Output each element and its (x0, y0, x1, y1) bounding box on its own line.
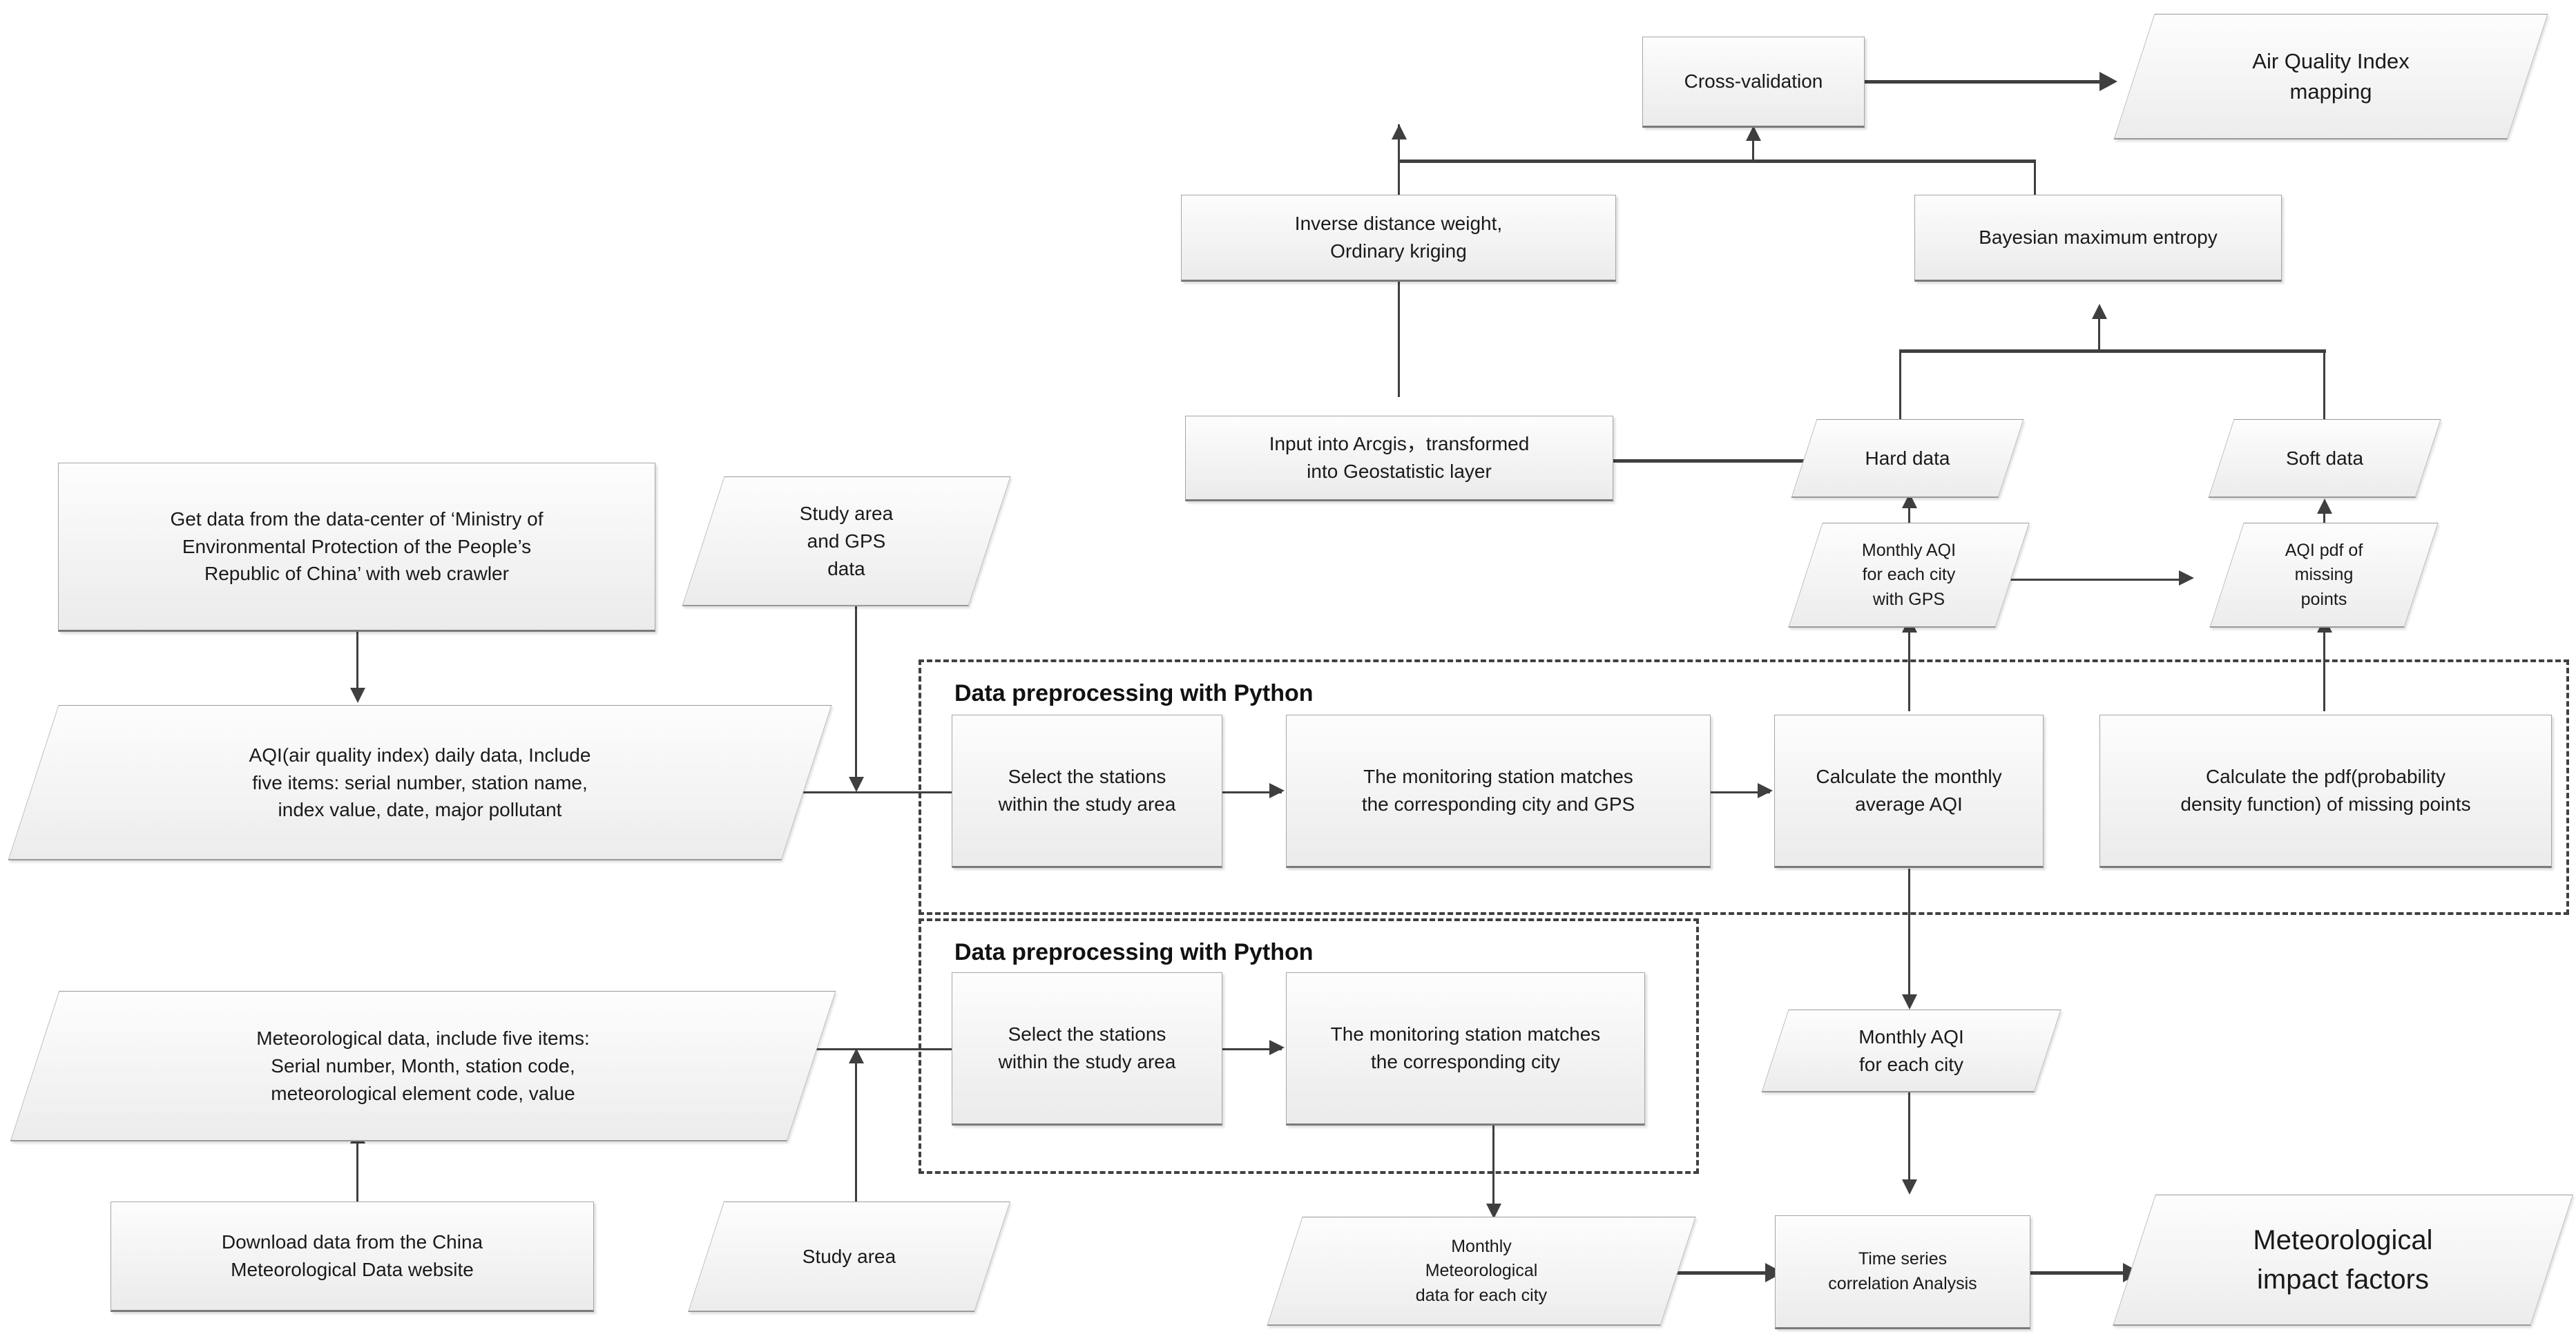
node-monthly-aqi-gps[interactable]: Monthly AQI for each city with GPS (1788, 523, 2030, 628)
edge-bus-hardsoft (1899, 349, 2326, 353)
node-study-area-gps[interactable]: Study area and GPS data (682, 476, 1011, 606)
edge-calcpdf-to-aqipdf (2323, 621, 2325, 711)
node-met-impact-factors-label: Meteorological impact factors (2253, 1225, 2433, 1295)
edge-timeseries-to-impact (2029, 1271, 2131, 1275)
node-select-stations-met-label: Select the stations within the study are… (998, 1023, 1176, 1072)
node-monthly-aqi-city-label: Monthly AQI for each city (1858, 1026, 1964, 1075)
arrowhead-bme (2092, 304, 2107, 319)
arrowhead-calcavg (1758, 783, 1773, 798)
arrowhead-mapping (2099, 72, 2117, 91)
node-get-data-crawler[interactable]: Get data from the data-center of ‘Minist… (58, 463, 655, 632)
group-title-met-preprocessing: Data preprocessing with Python (954, 939, 1314, 965)
node-hard-data[interactable]: Hard data (1791, 419, 2024, 498)
node-input-arcgis[interactable]: Input into Arcgis，transformed into Geost… (1185, 416, 1613, 501)
node-station-match-city[interactable]: The monitoring station matches the corre… (1286, 972, 1645, 1126)
node-calc-pdf-missing-label: Calculate the pdf(probability density fu… (2180, 766, 2471, 815)
node-hard-data-label: Hard data (1865, 447, 1950, 470)
edge-bus-right-stem (2034, 160, 2036, 213)
node-download-met[interactable]: Download data from the China Meteorologi… (110, 1202, 594, 1312)
group-box-aqi-preprocessing (919, 659, 2569, 915)
node-time-series-analysis[interactable]: Time series correlation Analysis (1775, 1215, 2030, 1329)
edge-match-to-calcavg (1711, 791, 1770, 793)
node-monthly-aqi-gps-label: Monthly AQI for each city with GPS (1861, 540, 1957, 609)
group-box-met-preprocessing (919, 918, 1699, 1174)
node-calc-monthly-avg-aqi-label: Calculate the monthly average AQI (1816, 766, 2002, 815)
node-study-area-label: Study area (802, 1246, 896, 1268)
node-calc-monthly-avg-aqi[interactable]: Calculate the monthly average AQI (1774, 715, 2044, 868)
arrowhead-timeseries-from-aqi (1902, 1179, 1917, 1195)
node-station-match-city-gps[interactable]: The monitoring station matches the corre… (1286, 715, 1711, 868)
node-station-match-city-label: The monitoring station matches the corre… (1330, 1023, 1601, 1072)
edge-bus-to-crossval (1752, 128, 1754, 162)
edge-select-to-match-met (1222, 1048, 1282, 1050)
node-aqi-daily-data-label: AQI(air quality index) daily data, Inclu… (249, 744, 591, 821)
edge-select-to-match-aqi (1222, 791, 1282, 793)
arrowhead-aqipdf (2179, 570, 2194, 586)
node-idw-kriging-label: Inverse distance weight, Ordinary krigin… (1294, 213, 1503, 262)
node-bayesian-max-entropy-label: Bayesian maximum entropy (1979, 226, 2218, 249)
node-aqi-pdf-missing-label: AQI pdf of missing points (2285, 540, 2363, 609)
node-bayesian-max-entropy[interactable]: Bayesian maximum entropy (1914, 195, 2282, 282)
node-aqi-mapping-label: Air Quality Index mapping (2252, 48, 2410, 104)
arrowhead-match-met (1269, 1040, 1285, 1055)
arrowhead-idw (1392, 124, 1407, 139)
edge-crawler-to-aqidaily (356, 632, 358, 698)
node-study-area[interactable]: Study area (688, 1202, 1010, 1312)
node-input-arcgis-label: Input into Arcgis，transformed into Geost… (1269, 433, 1530, 482)
edge-bus-hardsoft-right-stem (2323, 349, 2325, 422)
edge-monthlyaqicity-to-timeseries (1908, 1091, 1910, 1191)
edge-calcavg-to-monthlyaqigps (1908, 621, 1910, 711)
node-calc-pdf-missing[interactable]: Calculate the pdf(probability density fu… (2099, 715, 2552, 868)
edge-studyarea-up (855, 1052, 857, 1204)
edge-studyareagps-down (855, 606, 857, 789)
node-time-series-analysis-label: Time series correlation Analysis (1828, 1249, 1977, 1293)
arrowhead-crossval (1746, 126, 1761, 141)
edge-monthlyaqigps-to-aqipdf (2006, 579, 2184, 581)
arrowhead-studyarea-junction (849, 1048, 864, 1063)
edge-calcavg-to-monthlyaqicity (1908, 869, 1910, 1007)
edge-bus-hardsoft-left-stem (1899, 349, 1901, 422)
node-met-impact-factors[interactable]: Meteorological impact factors (2113, 1195, 2573, 1326)
node-study-area-gps-label: Study area and GPS data (799, 503, 894, 579)
edge-monthlymet-to-timeseries (1670, 1271, 1774, 1275)
node-aqi-daily-data[interactable]: AQI(air quality index) daily data, Inclu… (8, 705, 832, 860)
node-met-data[interactable]: Meteorological data, include five items:… (10, 991, 836, 1141)
arrowhead-studyareagps-junction (849, 777, 864, 792)
node-monthly-met-city[interactable]: Monthly Meteorological data for each cit… (1267, 1217, 1696, 1326)
edge-bus-to-bme (2098, 309, 2100, 352)
node-met-data-label: Meteorological data, include five items:… (256, 1028, 590, 1104)
node-station-match-city-gps-label: The monitoring station matches the corre… (1361, 766, 1635, 815)
node-aqi-mapping[interactable]: Air Quality Index mapping (2113, 14, 2548, 139)
node-cross-validation[interactable]: Cross-validation (1642, 37, 1865, 128)
arrowhead-softdata (2317, 499, 2332, 514)
edge-aqidaily-to-select (800, 791, 999, 793)
node-aqi-pdf-missing[interactable]: AQI pdf of missing points (2209, 523, 2439, 628)
node-idw-kriging[interactable]: Inverse distance weight, Ordinary krigin… (1181, 195, 1616, 282)
edge-crossval-to-mapping (1865, 80, 2105, 84)
node-get-data-crawler-label: Get data from the data-center of ‘Minist… (170, 508, 544, 585)
group-title-aqi-preprocessing: Data preprocessing with Python (954, 680, 1314, 706)
edge-metdata-to-select-met (807, 1048, 1000, 1050)
edge-bus-methods (1398, 160, 2036, 163)
edge-matchmet-down (1492, 1126, 1494, 1215)
arrowhead-monthlyaqicity (1902, 994, 1917, 1010)
node-download-met-label: Download data from the China Meteorologi… (221, 1231, 483, 1280)
arrowhead-monthlymetcity (1486, 1204, 1501, 1219)
node-soft-data-label: Soft data (2285, 447, 2364, 470)
node-cross-validation-label: Cross-validation (1684, 70, 1823, 93)
arrowhead-aqidaily (350, 688, 365, 703)
node-select-stations-aqi-label: Select the stations within the study are… (998, 766, 1176, 815)
node-select-stations-met[interactable]: Select the stations within the study are… (952, 972, 1222, 1126)
node-monthly-aqi-city[interactable]: Monthly AQI for each city (1761, 1010, 2061, 1092)
node-monthly-met-city-label: Monthly Meteorological data for each cit… (1415, 1236, 1548, 1305)
arrowhead-match-aqi (1269, 783, 1285, 798)
node-select-stations-aqi[interactable]: Select the stations within the study are… (952, 715, 1222, 868)
edge-download-to-metdata (356, 1132, 358, 1202)
node-soft-data[interactable]: Soft data (2208, 419, 2441, 498)
